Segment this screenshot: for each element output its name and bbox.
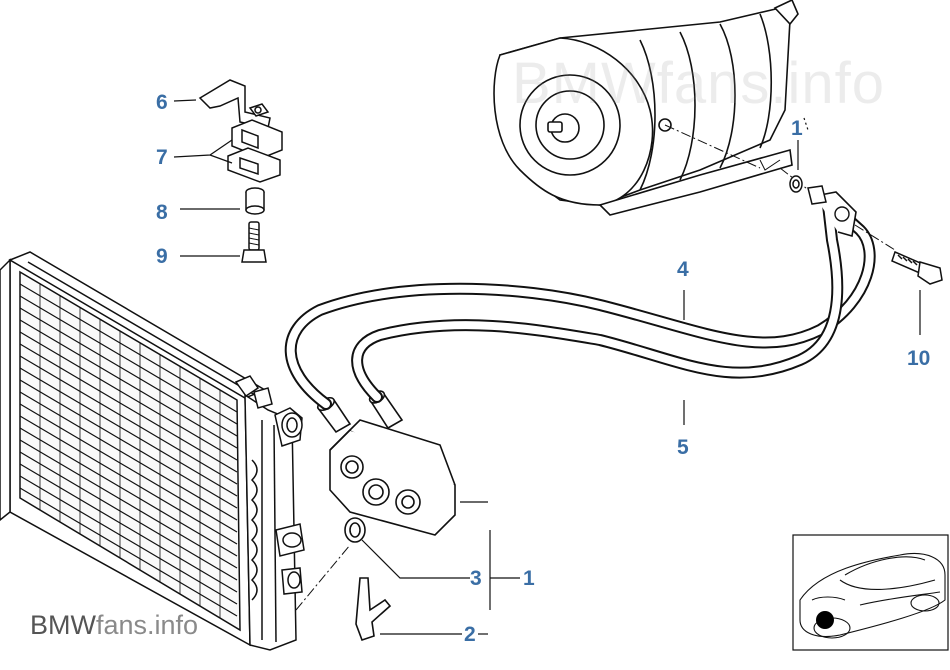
callout-9[interactable]: 9 (156, 245, 168, 268)
callout-1-bottom[interactable]: 1 (523, 567, 535, 590)
watermark-site: fans.info (95, 610, 199, 640)
oil-cooler-lines (284, 191, 876, 410)
bolt-10 (891, 250, 943, 285)
sealing-ring-3 (344, 517, 366, 543)
bracket-6 (198, 79, 271, 129)
car-locator-inset (792, 534, 949, 651)
watermark-brand: BMW (30, 610, 96, 640)
callout-3[interactable]: 3 (470, 567, 482, 590)
radiator (0, 251, 305, 651)
callout-1-top[interactable]: 1 (791, 117, 803, 140)
watermark-bottom: BMWfans.info (30, 612, 198, 639)
leader-lines (173, 99, 921, 635)
transmission (493, 0, 799, 216)
locator-dot (816, 611, 834, 629)
bolt-9 (241, 221, 267, 263)
callout-4[interactable]: 4 (677, 258, 689, 281)
clip-7 (227, 119, 283, 183)
holder-2 (355, 577, 392, 642)
callout-5[interactable]: 5 (677, 436, 689, 459)
watermark-top: BMWfans.info (512, 51, 885, 116)
oil-cooler (316, 390, 456, 536)
callout-7[interactable]: 7 (156, 146, 168, 169)
callout-2[interactable]: 2 (464, 623, 476, 646)
callout-6[interactable]: 6 (156, 91, 168, 114)
callout-10[interactable]: 10 (907, 347, 931, 370)
sleeve-8 (245, 187, 265, 215)
sealing-ring-top (789, 175, 803, 193)
banjo-fitting (807, 185, 827, 205)
callout-8[interactable]: 8 (156, 201, 168, 224)
